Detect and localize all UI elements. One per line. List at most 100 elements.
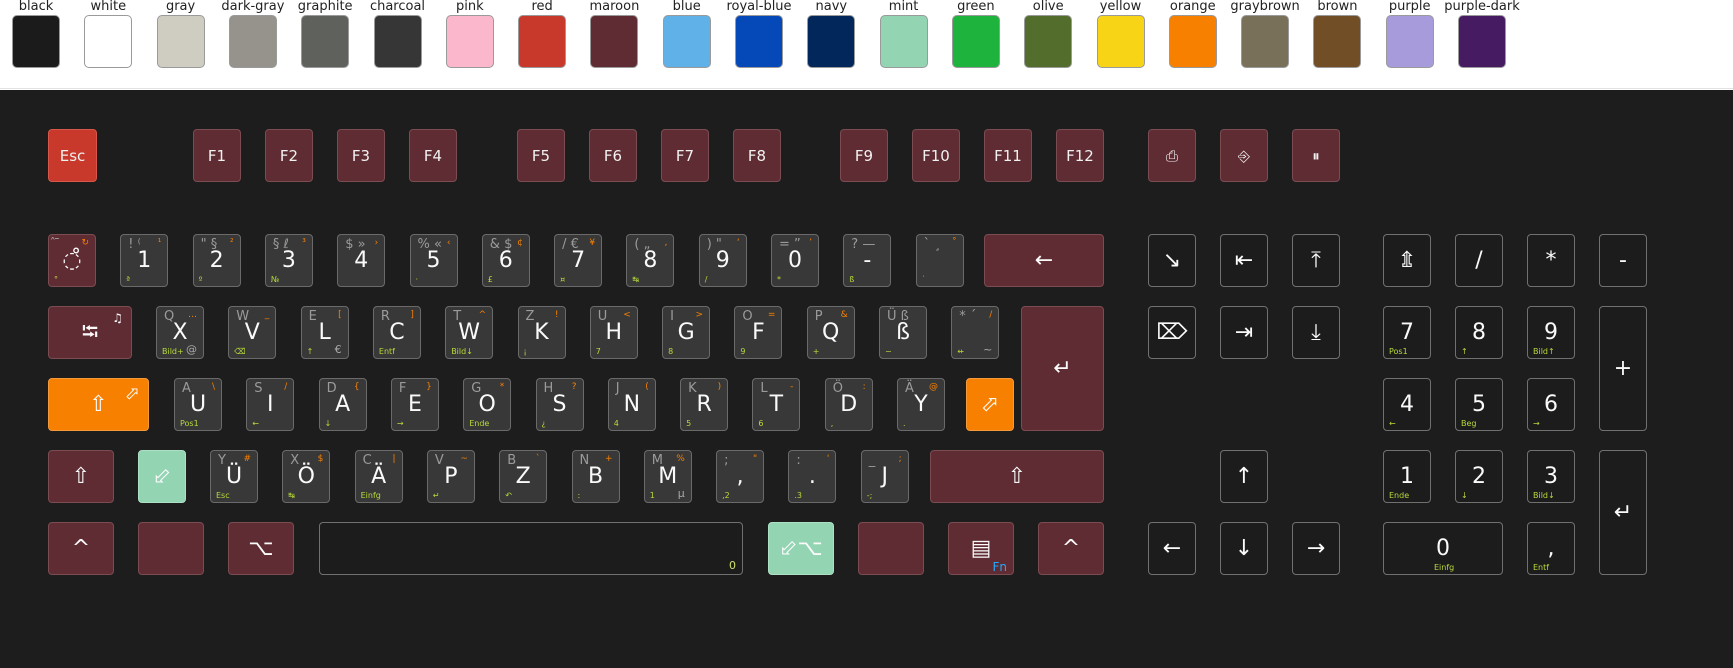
swatch-color[interactable]: [1241, 15, 1290, 68]
key-f2[interactable]: F2: [265, 129, 313, 182]
key-numpad-top-0[interactable]: ⇭: [1383, 234, 1431, 287]
swatch-navy[interactable]: navy: [800, 0, 862, 72]
key-num-11[interactable]: -? —ß: [843, 234, 892, 287]
key-num-5[interactable]: 5% «‹·: [409, 234, 458, 287]
swatch-color[interactable]: [1458, 15, 1506, 68]
swatch-graphite[interactable]: graphite: [294, 0, 356, 72]
key-nav-mid-1[interactable]: ⇥: [1220, 306, 1268, 359]
swatch-mint[interactable]: mint: [873, 0, 935, 72]
key-arrow-up[interactable]: ↑: [1220, 450, 1268, 503]
key-print[interactable]: ⎙: [1148, 129, 1196, 182]
key-f6[interactable]: F6: [589, 129, 637, 182]
key-z-9[interactable]: J_;-;: [860, 450, 909, 503]
key-numpad-4[interactable]: 4←: [1383, 378, 1431, 431]
key-num-8[interactable]: 8( „‚↹: [626, 234, 675, 287]
key-f5[interactable]: F5: [517, 129, 565, 182]
key-nav-top-2[interactable]: ⤒: [1292, 234, 1340, 287]
swatch-color[interactable]: [156, 15, 205, 68]
key-num-4[interactable]: 4$ »›: [337, 234, 386, 287]
key-f9[interactable]: F9: [840, 129, 888, 182]
key-nav-mid-2[interactable]: ⤓: [1292, 306, 1340, 359]
swatch-color[interactable]: [445, 15, 494, 68]
swatch-green[interactable]: green: [945, 0, 1007, 72]
key-numpad-plus[interactable]: +: [1599, 306, 1647, 431]
swatch-color[interactable]: [662, 15, 711, 68]
key-f4[interactable]: F4: [409, 129, 457, 182]
key-num-0[interactable]: ◌̊̂ ̄↻°: [48, 234, 96, 287]
swatch-graybrown[interactable]: graybrown: [1230, 0, 1300, 72]
swatch-yellow[interactable]: yellow: [1090, 0, 1152, 72]
key-pause[interactable]: ⏸: [1292, 129, 1340, 182]
swatch-color[interactable]: [301, 15, 350, 68]
swatch-red[interactable]: red: [511, 0, 573, 72]
key-mod3-left[interactable]: ⇧⬀: [48, 378, 149, 431]
key-mod3-right[interactable]: ⬀: [966, 378, 1014, 431]
key-numpad-top-1[interactable]: /: [1455, 234, 1503, 287]
swatch-orange[interactable]: orange: [1162, 0, 1224, 72]
key-numpad-enter[interactable]: ↵: [1599, 450, 1647, 575]
swatch-color[interactable]: [1096, 15, 1145, 68]
key-num-10[interactable]: 0= ”’*: [771, 234, 819, 287]
swatch-royal-blue[interactable]: royal-blue: [726, 0, 792, 72]
swatch-blue[interactable]: blue: [656, 0, 718, 72]
swatch-color[interactable]: [1313, 15, 1362, 68]
swatch-charcoal[interactable]: charcoal: [367, 0, 429, 72]
swatch-color[interactable]: [590, 15, 639, 68]
swatch-color[interactable]: [518, 15, 567, 68]
key-f3[interactable]: F3: [337, 129, 385, 182]
swatch-color[interactable]: [807, 15, 856, 68]
key-numpad-top-2[interactable]: *: [1527, 234, 1575, 287]
swatch-color[interactable]: [84, 15, 133, 68]
key-ctrl-right[interactable]: ^: [1038, 522, 1104, 575]
key-q-11[interactable]: * ´/⇷~: [951, 306, 1000, 359]
swatch-color[interactable]: [879, 15, 928, 68]
key-f1[interactable]: F1: [193, 129, 241, 182]
key-shift-left[interactable]: ⇧: [48, 450, 114, 503]
swatch-white[interactable]: white: [77, 0, 139, 72]
key-num-6[interactable]: 6& $¢£: [481, 234, 530, 287]
key-numpad-6[interactable]: 6→: [1527, 378, 1575, 431]
key-num-12[interactable]: ` ¸˚˙: [915, 234, 964, 287]
swatch-color[interactable]: [1168, 15, 1217, 68]
key-f10[interactable]: F10: [912, 129, 960, 182]
swatch-maroon[interactable]: maroon: [583, 0, 645, 72]
key-shift-right[interactable]: ⇧: [930, 450, 1104, 503]
swatch-purple[interactable]: purple: [1379, 0, 1441, 72]
key-num-9[interactable]: 9) "‘/: [698, 234, 747, 287]
key-numpad-2[interactable]: 2↓: [1455, 450, 1503, 503]
key-altgr[interactable]: ⬃⌥: [768, 522, 834, 575]
key-space[interactable]: 0: [319, 522, 743, 575]
swatch-black[interactable]: black: [5, 0, 67, 72]
swatch-color[interactable]: [373, 15, 422, 68]
key-esc[interactable]: Esc: [48, 129, 97, 182]
key-f12[interactable]: F12: [1056, 129, 1104, 182]
key-enter[interactable]: ↵: [1021, 306, 1104, 431]
key-numpad-comma[interactable]: ,Entf: [1527, 522, 1575, 575]
